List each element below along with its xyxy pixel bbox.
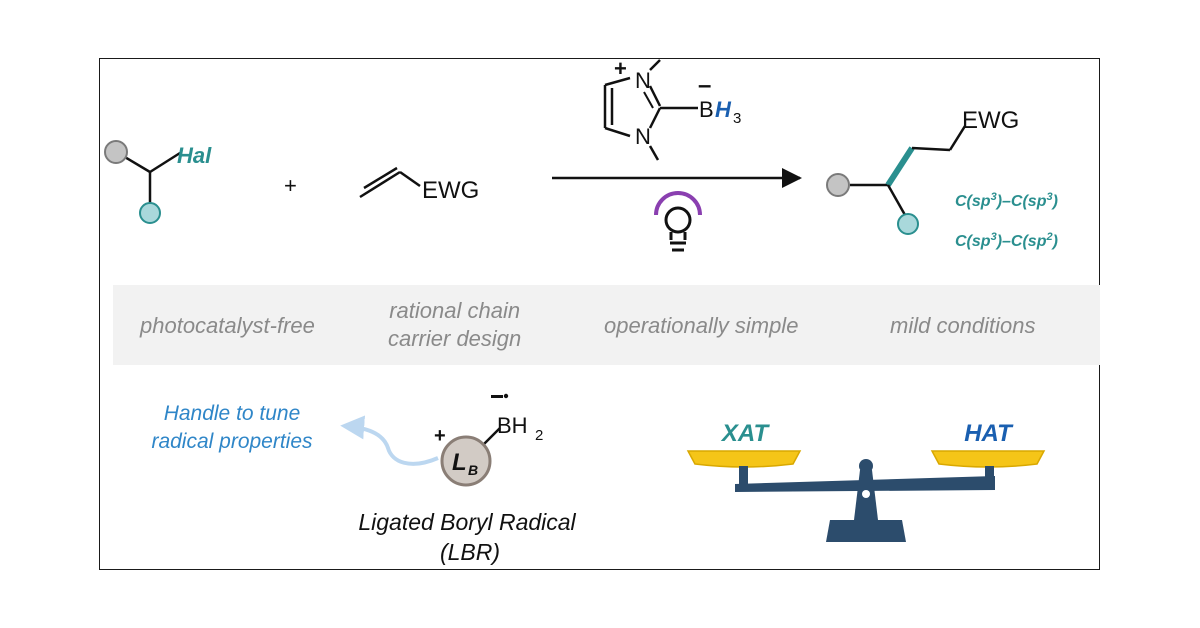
hydride-label: H xyxy=(715,97,732,122)
feature-line: operationally simple xyxy=(604,313,799,338)
boryl-subscript: 2 xyxy=(535,427,543,444)
l-b-bond xyxy=(482,427,501,446)
substituent-teal-circle xyxy=(897,213,919,235)
lewis-base-subscript: B xyxy=(468,462,478,478)
nitrogen-top: N xyxy=(635,68,651,93)
bond xyxy=(149,151,181,174)
handle-arrow xyxy=(340,415,439,466)
feature-operationally-simple: operationally simple xyxy=(604,312,798,340)
xat-label: XAT xyxy=(720,420,771,447)
nhc-borane-reagent: N N + – B H 3 xyxy=(603,56,741,161)
lbr-minus-charge xyxy=(491,395,503,398)
right-pan xyxy=(930,450,1046,468)
reactant-alkene: EWG xyxy=(359,166,479,204)
product-structure: EWG xyxy=(826,107,1019,235)
handle-text-line2: radical properties xyxy=(151,430,313,453)
methyl-bottom xyxy=(648,145,660,161)
feature-line: rational chain xyxy=(389,298,521,323)
bond xyxy=(911,146,951,152)
bond-type-sp3-sp2: C(sp3)–C(sp2) xyxy=(955,231,1058,250)
lewis-base-circle xyxy=(440,435,492,487)
scale-pivot xyxy=(859,459,873,473)
lewis-base-L: L xyxy=(452,449,467,476)
ring-bond-inner xyxy=(643,91,654,109)
lightbulb-icon xyxy=(654,191,702,252)
halide-label: Hal xyxy=(177,143,212,168)
product-ewg-label: EWG xyxy=(962,107,1019,134)
feature-line: carrier design xyxy=(388,326,522,351)
feature-photocatalyst-free: photocatalyst-free xyxy=(140,312,315,340)
handle-text-line1: Handle to tune xyxy=(164,402,301,425)
substituent-teal-circle xyxy=(139,202,161,224)
features-band xyxy=(113,285,1100,365)
bond-type-sp3-sp3: C(sp3)–C(sp3) xyxy=(955,191,1058,210)
scale-base xyxy=(826,520,906,542)
left-pan xyxy=(686,450,802,468)
radical-dot xyxy=(503,393,509,399)
hydride-subscript: 3 xyxy=(733,110,741,127)
double-bond-a xyxy=(359,170,401,199)
substituent-grey-circle xyxy=(826,173,850,197)
positive-charge: + xyxy=(614,56,627,81)
scale-rivet xyxy=(862,490,870,498)
substituent-grey-circle xyxy=(104,140,128,164)
right-pan-hanger xyxy=(985,466,994,484)
ring-bond xyxy=(604,76,631,87)
lbr-caption-line1: Ligated Boryl Radical xyxy=(358,509,576,535)
hat-label: HAT xyxy=(964,420,1014,447)
nitrogen-bottom: N xyxy=(635,124,651,149)
bond xyxy=(886,184,907,216)
lbr-plus-charge: + xyxy=(434,425,446,447)
methyl-top xyxy=(649,59,661,71)
bond-type-labels: C(sp3)–C(sp3) C(sp3)–C(sp2) xyxy=(955,191,1058,250)
left-pan-hanger xyxy=(739,466,748,484)
lbr-caption-line2: (LBR) xyxy=(440,539,500,565)
ring-bond xyxy=(648,85,662,107)
ewg-label: EWG xyxy=(422,177,479,204)
ligated-boryl-radical: L B + BH 2 xyxy=(434,393,543,487)
ring-bond xyxy=(648,107,662,129)
balance-scale-icon: XAT HAT xyxy=(686,420,1046,542)
ring-bond xyxy=(604,126,631,138)
boryl-label: BH xyxy=(497,413,528,438)
feature-line: photocatalyst-free xyxy=(140,313,315,338)
reactant-alkyl-halide: Hal xyxy=(104,140,212,224)
feature-chain-carrier: rational chain carrier design xyxy=(388,297,521,353)
feature-mild-conditions: mild conditions xyxy=(890,312,1036,340)
double-bond-b xyxy=(363,166,398,190)
feature-line: mild conditions xyxy=(890,313,1036,338)
plus-sign: + xyxy=(284,173,297,198)
bond xyxy=(948,125,967,151)
new-bond-highlight xyxy=(885,146,915,187)
bond xyxy=(399,170,421,188)
boron-label: B xyxy=(699,97,714,122)
negative-charge: – xyxy=(698,72,711,99)
